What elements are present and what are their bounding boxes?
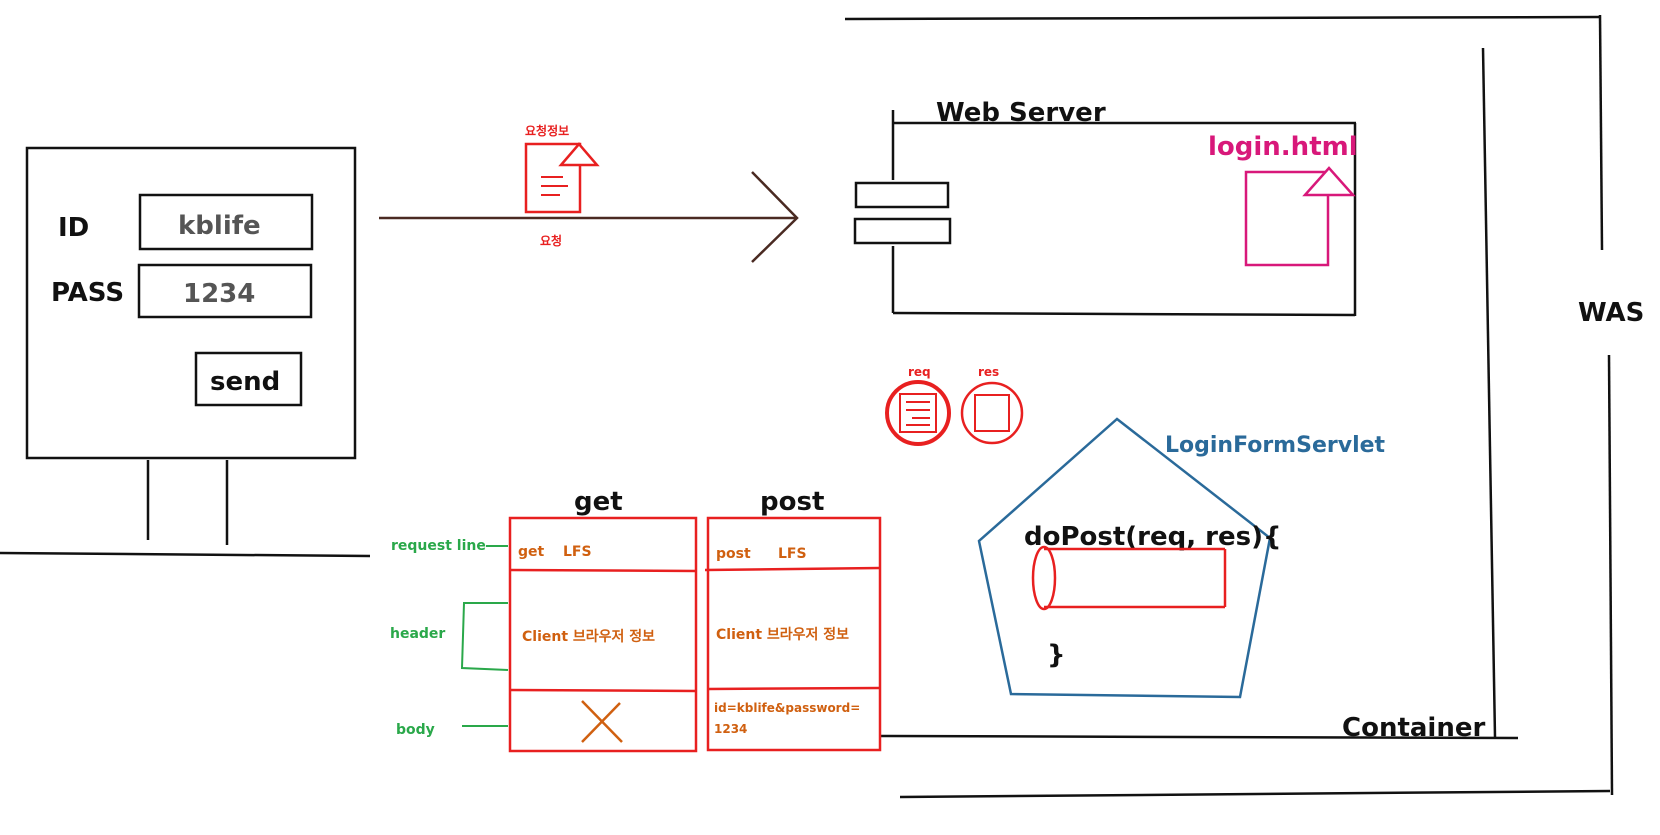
client-base-line xyxy=(0,551,371,558)
request-part-labels: request line header body xyxy=(390,538,509,738)
web-server: Web Server login.html xyxy=(853,98,1358,317)
id-label: ID xyxy=(58,213,89,243)
servlet-close-brace: } xyxy=(1047,640,1066,670)
id-input-value: kblife xyxy=(178,211,261,241)
container-label: Container xyxy=(1342,713,1485,743)
res-label: res xyxy=(978,365,999,379)
web-server-title: Web Server xyxy=(936,98,1106,128)
get-target: LFS xyxy=(563,544,592,560)
servlet-pentagon xyxy=(977,417,1272,699)
login-form-servlet: LoginFormServlet doPost(req, res){ } xyxy=(977,417,1386,699)
send-button-label: send xyxy=(210,367,280,397)
header-bracket xyxy=(460,602,509,671)
post-header-value: Client 브라우저 정보 xyxy=(716,626,849,643)
get-method: get xyxy=(518,544,545,560)
client-form-box xyxy=(25,146,357,460)
servlet-method: doPost(req, res){ xyxy=(1024,522,1282,552)
get-table-title: get xyxy=(574,487,623,517)
request-arrow: 요청정보 요청 xyxy=(379,123,799,263)
post-table-title: post xyxy=(760,487,824,517)
login-html-file-icon xyxy=(1244,166,1356,267)
req-label: req xyxy=(908,365,931,379)
pass-label: PASS xyxy=(51,278,124,308)
get-header-value: Client 브라우저 정보 xyxy=(522,628,655,645)
login-html-label: login.html xyxy=(1208,132,1358,162)
arrow-top-label: 요청정보 xyxy=(525,123,569,138)
pass-input-box[interactable] xyxy=(137,263,313,319)
arrow-head xyxy=(751,171,799,263)
post-request-table: post post LFS Client 브라우저 정보 id=kblife&p… xyxy=(704,487,882,752)
servlet-pipe-icon xyxy=(1031,545,1227,611)
web-server-port-bottom xyxy=(853,217,952,245)
servlet-name: LoginFormServlet xyxy=(1165,433,1386,458)
res-object-icon xyxy=(960,381,1024,445)
post-target: LFS xyxy=(778,546,807,562)
post-method: post xyxy=(716,546,751,562)
req-res-objects: req res xyxy=(885,365,1024,446)
id-input-box[interactable] xyxy=(138,193,314,251)
post-body-line1: id=kblife&password= xyxy=(714,701,860,715)
client-form: ID kblife PASS 1234 send xyxy=(0,146,371,558)
arrow-bottom-label: 요청 xyxy=(540,233,562,248)
header-label: header xyxy=(390,626,445,642)
req-object-icon xyxy=(885,380,951,446)
get-request-table: get get LFS Client 브라우저 정보 xyxy=(508,487,698,753)
body-label: body xyxy=(396,722,435,738)
post-body-line2: 1234 xyxy=(714,722,747,736)
send-button[interactable] xyxy=(194,351,303,407)
pass-input-value: 1234 xyxy=(183,279,255,309)
container-frame: Container xyxy=(879,47,1519,743)
was-frame: WAS xyxy=(844,14,1644,799)
web-server-port-top xyxy=(854,181,950,209)
get-body-empty-icon xyxy=(581,700,623,743)
request-document-icon xyxy=(524,142,600,214)
was-label: WAS xyxy=(1578,298,1644,328)
request-line-label: request line xyxy=(391,538,486,554)
